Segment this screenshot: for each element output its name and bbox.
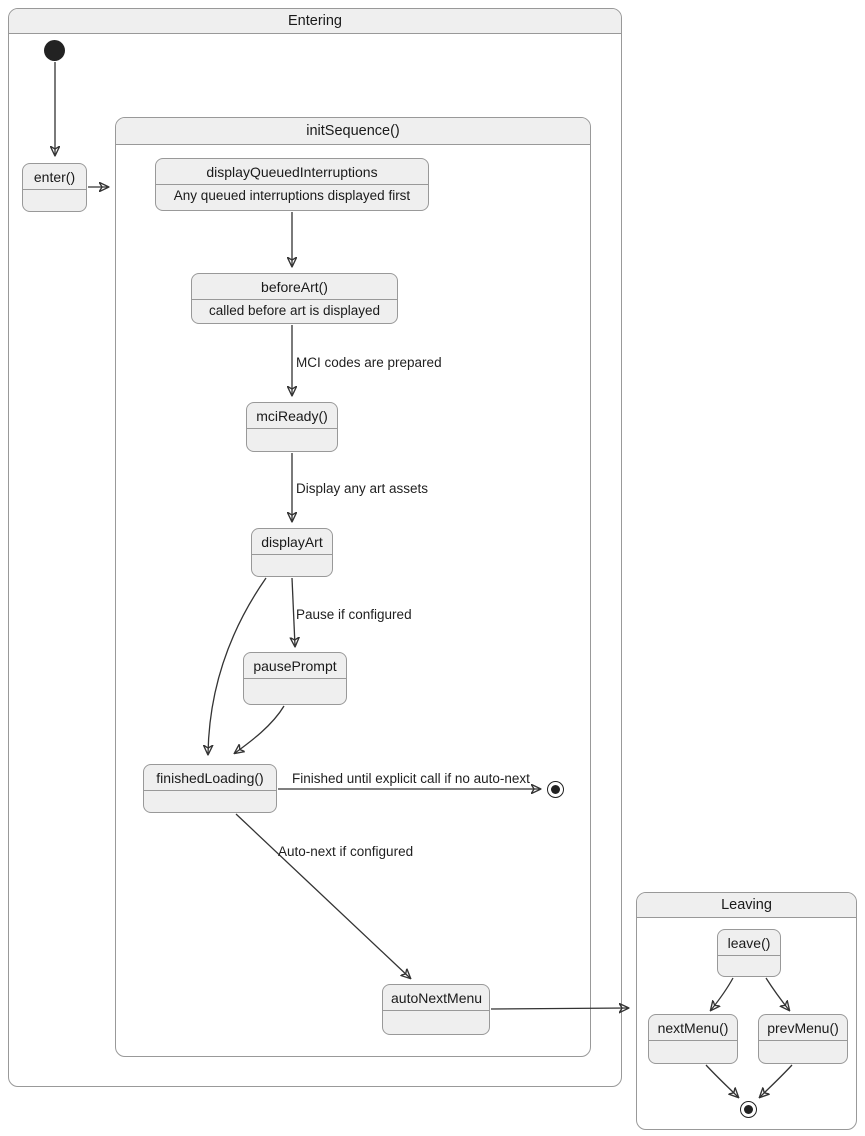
composite-state-init-sequence-title: initSequence() <box>116 118 590 145</box>
final-state-entering-inner <box>551 785 560 794</box>
state-pause-prompt-label: pausePrompt <box>253 658 337 674</box>
edge-label-auto-next-if-configured: Auto-next if configured <box>278 844 414 859</box>
state-next-menu-body <box>649 1040 737 1063</box>
state-finished-loading-label: finishedLoading() <box>156 770 264 786</box>
final-state-leaving <box>740 1101 757 1118</box>
composite-state-leaving-title: Leaving <box>637 893 856 918</box>
state-next-menu: nextMenu() <box>648 1014 738 1064</box>
state-enter: enter() <box>22 163 87 212</box>
initial-state-dot <box>44 40 65 61</box>
state-mci-ready: mciReady() <box>246 402 338 452</box>
state-auto-next-menu-body <box>383 1010 489 1034</box>
state-leave-body <box>718 955 780 976</box>
state-display-art: displayArt <box>251 528 333 577</box>
composite-state-entering-title: Entering <box>9 9 621 34</box>
state-finished-loading-body <box>144 790 276 812</box>
state-mci-ready-label: mciReady() <box>256 408 328 424</box>
composite-state-leaving: Leaving <box>636 892 857 1130</box>
state-leave-label: leave() <box>727 935 771 951</box>
composite-state-init-sequence: initSequence() <box>115 117 591 1057</box>
state-before-art-label: beforeArt() <box>261 279 328 295</box>
edge-label-pause-if-configured: Pause if configured <box>296 607 412 622</box>
edge-label-display-any-art-assets: Display any art assets <box>296 481 429 496</box>
state-mci-ready-body <box>247 428 337 451</box>
state-display-art-label: displayArt <box>261 534 323 550</box>
state-leave: leave() <box>717 929 781 977</box>
state-finished-loading: finishedLoading() <box>143 764 277 813</box>
state-prev-menu-body <box>759 1040 847 1063</box>
state-prev-menu-label: prevMenu() <box>767 1020 839 1036</box>
state-pause-prompt-body <box>244 678 346 704</box>
state-display-queued-interruptions-note: Any queued interruptions displayed first <box>173 188 411 203</box>
state-auto-next-menu-label: autoNextMenu <box>391 990 483 1006</box>
state-display-queued-interruptions: displayQueuedInterruptions Any queued in… <box>155 158 429 211</box>
state-next-menu-label: nextMenu() <box>657 1020 729 1036</box>
edge-label-finished-until-explicit-call: Finished until explicit call if no auto-… <box>292 771 530 786</box>
state-display-art-body <box>252 554 332 576</box>
composite-state-entering: Entering <box>8 8 622 1087</box>
edge-label-mci-codes-prepared: MCI codes are prepared <box>296 355 442 370</box>
state-enter-body <box>23 189 86 211</box>
state-prev-menu: prevMenu() <box>758 1014 848 1064</box>
state-display-queued-interruptions-label: displayQueuedInterruptions <box>206 164 378 180</box>
state-enter-label: enter() <box>33 169 76 185</box>
state-before-art-note: called before art is displayed <box>208 303 381 318</box>
final-state-leaving-inner <box>744 1105 753 1114</box>
state-pause-prompt: pausePrompt <box>243 652 347 705</box>
final-state-entering <box>547 781 564 798</box>
state-before-art: beforeArt() called before art is display… <box>191 273 398 324</box>
state-auto-next-menu: autoNextMenu <box>382 984 490 1035</box>
